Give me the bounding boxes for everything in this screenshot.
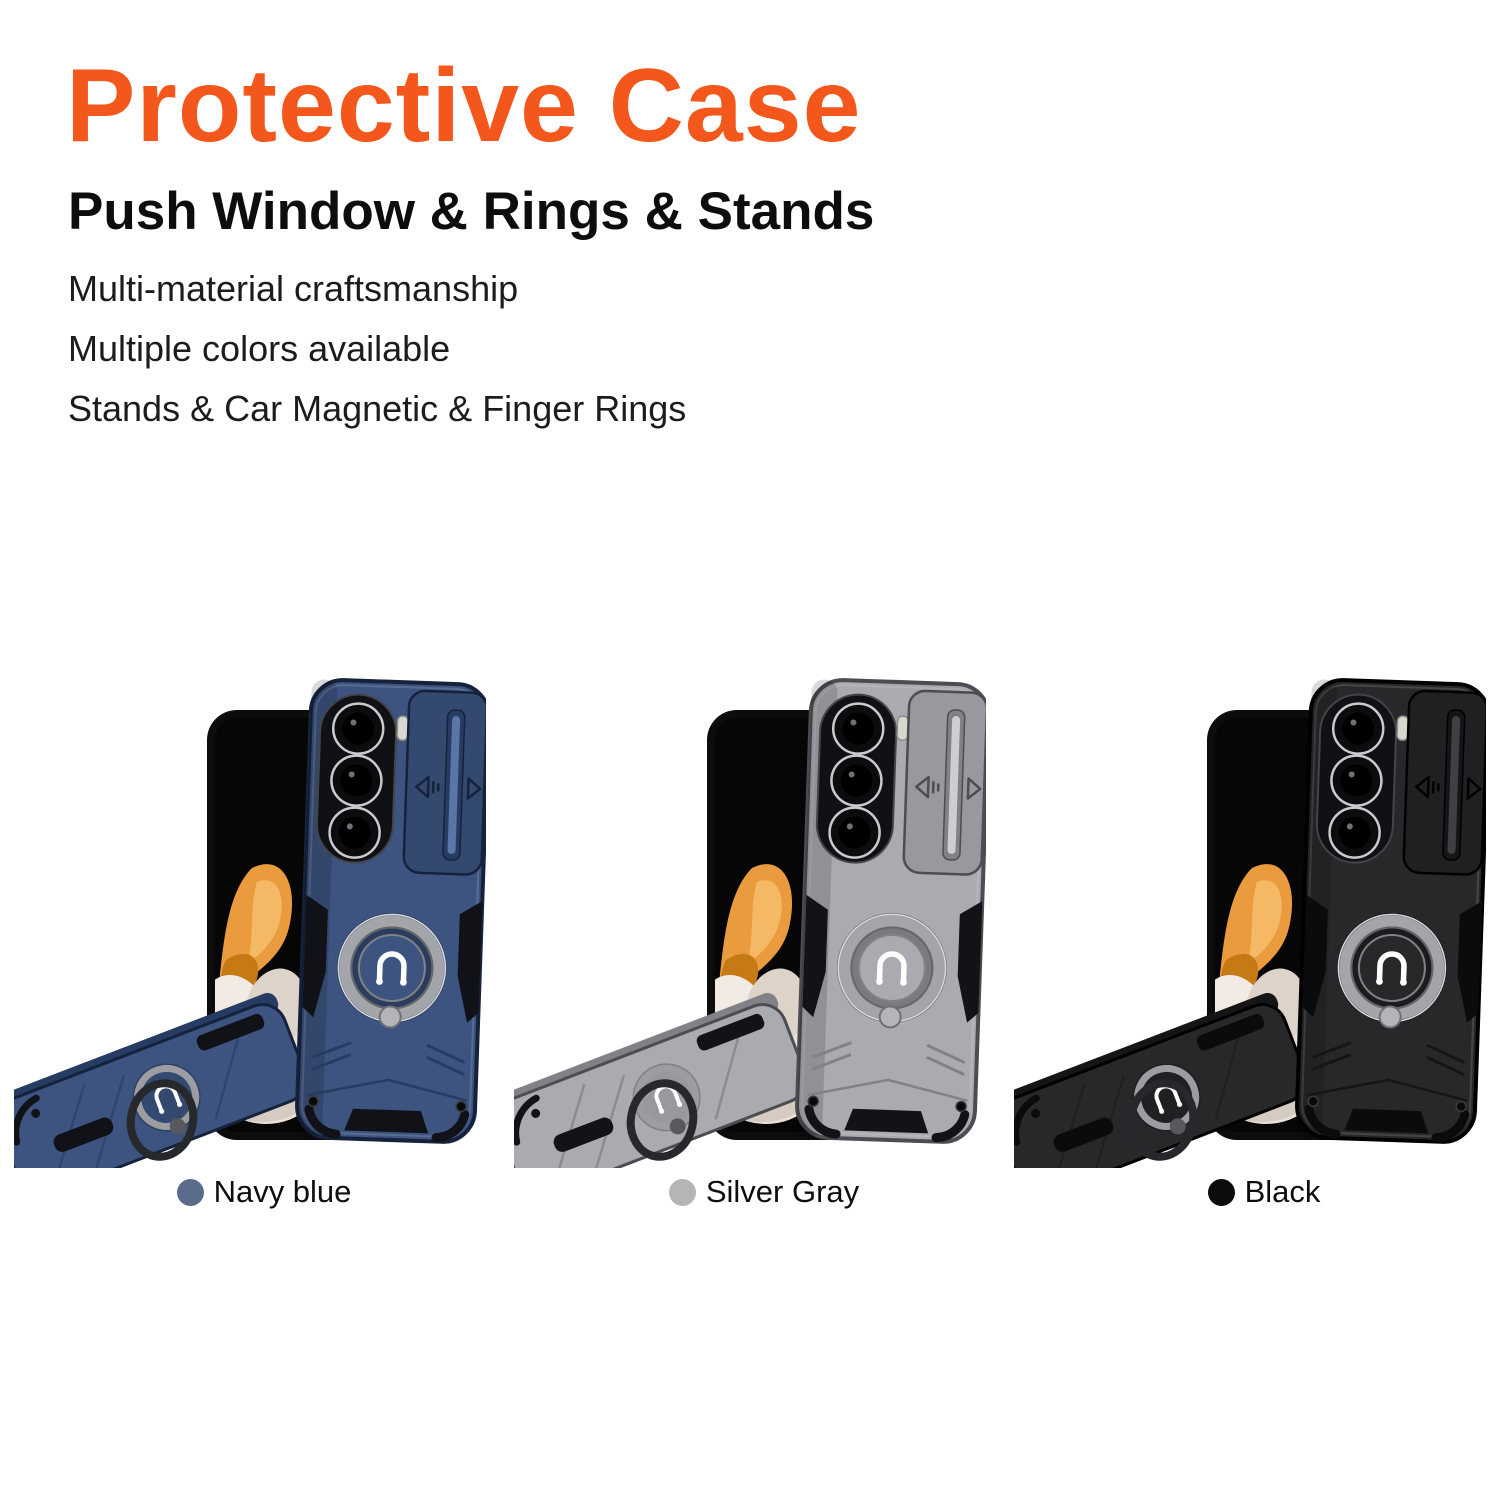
color-name: Navy blue xyxy=(213,1174,352,1209)
color-name: Silver Gray xyxy=(705,1174,860,1209)
feature-line-3: Stands & Car Magnetic & Finger Rings xyxy=(68,387,687,429)
color-option-navy: Navy blue xyxy=(176,1174,352,1210)
color-name: Black xyxy=(1244,1174,1321,1209)
color-swatch-dot xyxy=(176,1178,204,1206)
color-swatch-dot xyxy=(668,1178,696,1206)
case-product-image-black xyxy=(1014,668,1486,1168)
feature-line-2: Multiple colors available xyxy=(68,327,451,369)
product-silver-gray: Silver Gray xyxy=(500,668,1000,1210)
product-navy-blue: Navy blue xyxy=(0,668,500,1210)
page-title: Protective Case xyxy=(66,48,862,164)
feature-list: Multi-material craftsmanship Multiple co… xyxy=(68,266,1166,432)
header: Protective Case Push Window & Rings & St… xyxy=(66,48,1166,446)
feature-line-1: Multi-material craftsmanship xyxy=(68,268,519,310)
color-option-silver: Silver Gray xyxy=(668,1174,860,1210)
page-subtitle: Push Window & Rings & Stands xyxy=(68,182,875,242)
case-product-image-silver xyxy=(514,668,986,1168)
color-option-black: Black xyxy=(1207,1174,1321,1210)
product-black: Black xyxy=(1000,668,1500,1210)
case-product-image-navy xyxy=(14,668,486,1168)
product-row: Navy blue Silver Gray Black xyxy=(0,668,1500,1210)
color-swatch-dot xyxy=(1207,1178,1235,1206)
